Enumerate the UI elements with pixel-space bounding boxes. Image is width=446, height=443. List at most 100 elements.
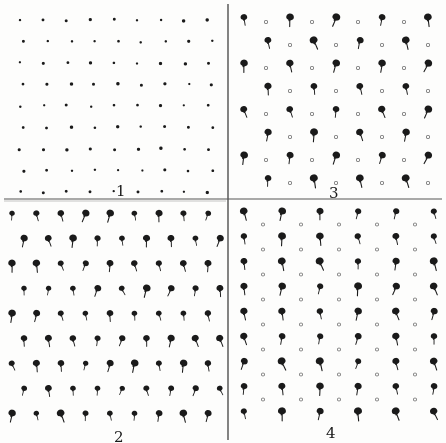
cell-glyph (240, 408, 248, 420)
small-ring (376, 223, 379, 226)
cell-glyph (239, 105, 250, 119)
small-ring (414, 323, 417, 326)
cell-glyph (352, 307, 362, 321)
lattice-dot (43, 104, 45, 106)
small-ring (376, 348, 379, 351)
cell-glyph (205, 260, 212, 272)
cell-glyph (278, 382, 287, 395)
lattice-dot (206, 18, 209, 21)
cell-glyph (33, 210, 41, 222)
cell-glyph (216, 285, 224, 297)
small-ring (426, 89, 429, 92)
cell-glyph (79, 209, 91, 224)
cell-glyph (118, 285, 127, 296)
cell-glyph (57, 310, 66, 322)
lattice-dot (182, 19, 185, 22)
small-ring (426, 135, 429, 138)
panel-1-dot-lattice (18, 18, 214, 194)
cell-glyph (390, 282, 401, 296)
cell-glyph (240, 383, 248, 395)
small-ring (288, 89, 291, 92)
small-ring (338, 373, 341, 376)
small-ring (334, 89, 337, 92)
lattice-dot (211, 169, 214, 172)
cell-glyph (315, 283, 323, 295)
cell-glyph (392, 383, 401, 395)
cell-glyph (143, 235, 150, 247)
cell-glyph (277, 356, 290, 372)
small-ring (414, 348, 417, 351)
cell-glyph (117, 334, 127, 347)
cell-glyph (70, 386, 76, 396)
cell-glyph (68, 234, 77, 248)
lattice-dot (93, 40, 95, 42)
cell-glyph (378, 59, 387, 72)
lattice-dot (160, 19, 162, 21)
lattice-dot (19, 190, 22, 193)
small-ring (414, 398, 417, 401)
panel-label-2: 2 (114, 428, 124, 443)
cell-glyph (276, 282, 287, 296)
lattice-dot (65, 104, 68, 107)
cell-glyph (285, 105, 295, 118)
cell-glyph (277, 333, 286, 345)
lattice-dot (136, 104, 139, 107)
small-ring (310, 112, 313, 115)
lattice-dot (113, 62, 116, 65)
small-ring (262, 373, 265, 376)
cell-glyph (155, 260, 163, 272)
lattice-dot (113, 18, 116, 21)
small-ring (310, 66, 313, 69)
cell-glyph (315, 356, 326, 371)
small-ring (376, 273, 379, 276)
small-ring (300, 298, 303, 301)
cell-glyph (240, 307, 249, 320)
cell-glyph (278, 407, 287, 421)
small-ring (380, 43, 383, 46)
small-ring (402, 112, 405, 115)
small-ring (300, 373, 303, 376)
cell-glyph (165, 284, 175, 297)
panel-3-cell-pattern (239, 12, 434, 188)
lattice-dot (183, 148, 186, 151)
lattice-dot (113, 190, 115, 192)
lattice-dot (163, 125, 166, 128)
cell-glyph (355, 36, 365, 49)
cell-glyph (58, 360, 65, 372)
cell-glyph (286, 13, 295, 27)
cell-glyph (104, 209, 115, 223)
cell-glyph (91, 284, 102, 298)
cell-glyph (332, 106, 339, 118)
cell-glyph (392, 332, 402, 346)
small-ring (334, 43, 337, 46)
lattice-dot (136, 62, 138, 64)
lattice-dot (65, 190, 68, 193)
small-ring (338, 323, 341, 326)
cell-glyph (143, 385, 151, 396)
small-ring (262, 273, 265, 276)
cell-glyph (316, 308, 324, 320)
cell-glyph (32, 309, 41, 322)
small-ring (334, 135, 337, 138)
cell-glyph (316, 383, 324, 396)
lattice-dot (163, 168, 166, 171)
small-ring (376, 373, 379, 376)
small-ring (262, 223, 265, 226)
panel-4-cell-pattern (238, 207, 441, 422)
lattice-dot (19, 19, 21, 21)
lattice-dot (163, 82, 166, 85)
cell-glyph (355, 128, 366, 142)
small-ring (426, 43, 429, 46)
small-ring (338, 223, 341, 226)
cell-glyph (140, 284, 151, 299)
small-ring (338, 398, 341, 401)
cell-glyph (192, 285, 199, 296)
cell-glyph (95, 386, 101, 396)
cell-glyph (391, 307, 402, 321)
cell-glyph (308, 35, 321, 51)
cell-glyph (316, 208, 323, 220)
cell-glyph (355, 174, 365, 188)
lattice-dot (211, 126, 214, 129)
lattice-dot (117, 40, 120, 43)
